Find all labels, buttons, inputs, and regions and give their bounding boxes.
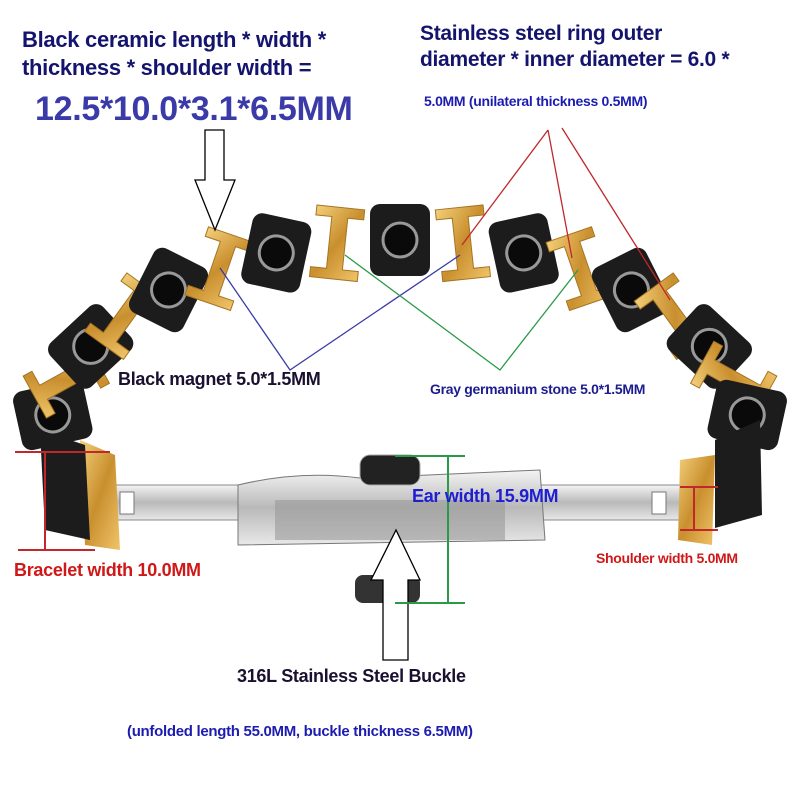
ceramic-link	[128, 247, 209, 333]
magnet-label: Black magnet 5.0*1.5MM	[118, 369, 321, 389]
ceramic-link	[591, 247, 672, 333]
ring-pointer	[461, 127, 671, 301]
annotation-lines	[15, 127, 718, 661]
ear-width-label: Ear width 15.9MM	[412, 486, 559, 506]
ceramic-link	[370, 204, 430, 276]
magnet-pointer	[219, 254, 461, 371]
clasp	[40, 420, 762, 603]
shoulder-width-label: Shoulder width 5.0MM	[596, 550, 738, 566]
ear-width-marker	[395, 455, 465, 604]
magnet-stone	[150, 271, 188, 309]
magnet-stone	[381, 221, 419, 259]
buckle-label: 316L Stainless Steel Buckle	[237, 666, 466, 686]
bracelet-links	[13, 204, 787, 451]
ceramic-spec-line2: thickness * shoulder width =	[22, 55, 312, 80]
magnet-stone	[505, 234, 543, 272]
ring-spec-line1: Stainless steel ring outer	[420, 22, 662, 45]
ceramic-spec-value: 12.5*10.0*3.1*6.5MM	[35, 90, 353, 128]
shoulder-width-marker	[680, 486, 718, 531]
gold-link	[308, 204, 366, 283]
ring-spec-line2: diameter * inner diameter = 6.0 *	[420, 48, 730, 71]
bracelet-width-marker	[15, 451, 110, 551]
down-arrow-icon	[194, 129, 236, 232]
ceramic-link	[488, 213, 559, 293]
germanium-pointer	[344, 254, 579, 371]
magnet-stone	[257, 234, 295, 272]
buckle-top	[359, 454, 421, 486]
germanium-label: Gray germanium stone 5.0*1.5MM	[430, 381, 646, 397]
ring-spec-line3: 5.0MM (unilateral thickness 0.5MM)	[424, 93, 648, 109]
ceramic-link	[241, 213, 312, 293]
buckle-details-label: (unfolded length 55.0MM, buckle thicknes…	[127, 723, 473, 740]
ceramic-spec-line1: Black ceramic length * width *	[22, 27, 326, 52]
bracelet-width-label: Bracelet width 10.0MM	[14, 560, 201, 580]
up-arrow-icon	[369, 528, 422, 661]
